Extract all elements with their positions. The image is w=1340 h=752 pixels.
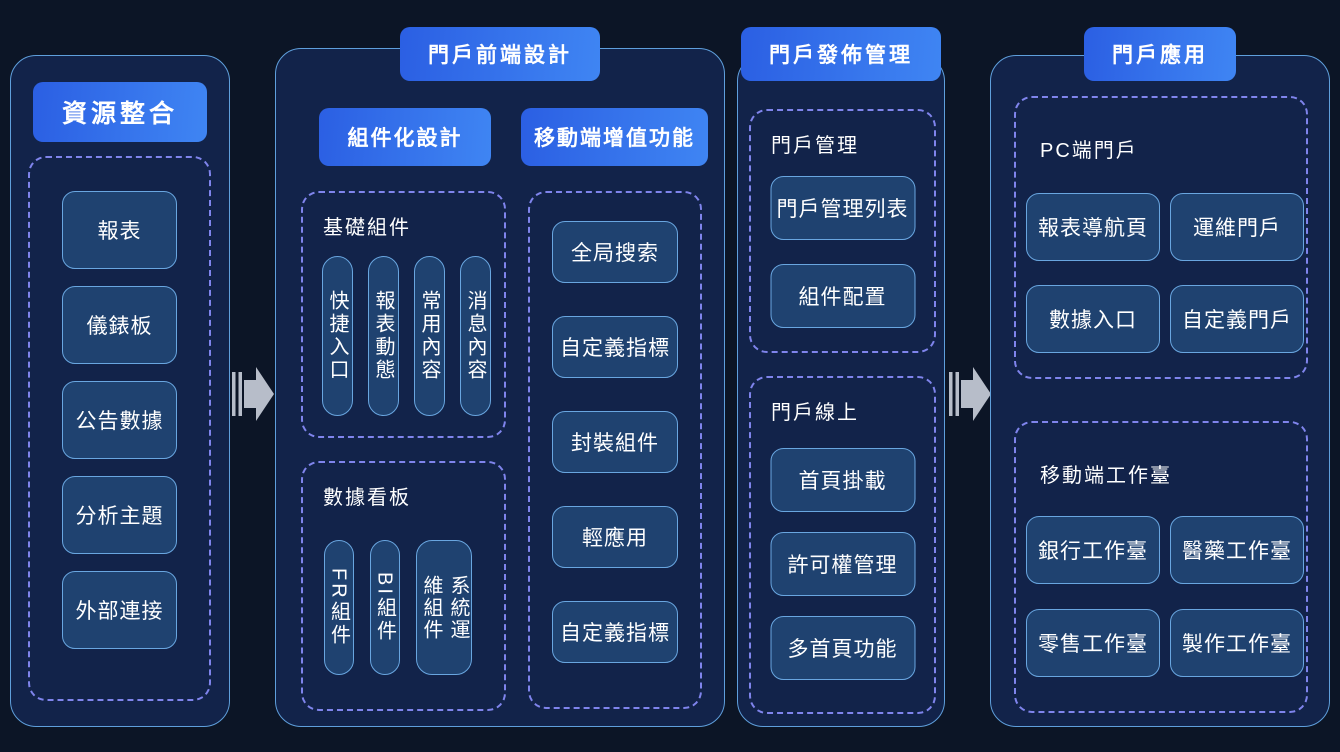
data-board-section: 數據看板 FR組件 BI組件 系統運 維組件 — [301, 461, 506, 711]
mobile-workspace-items: 銀行工作臺 醫藥工作臺 零售工作臺 製作工作臺 — [1026, 516, 1304, 677]
mobile-value-added-header: 移動端增值功能 — [521, 108, 708, 166]
pill-bi-component: BI組件 — [370, 540, 400, 675]
pill-quick-entry: 快捷入口 — [322, 256, 353, 416]
item-permission-management: 許可權管理 — [770, 532, 915, 596]
item-retail-workspace: 零售工作臺 — [1026, 609, 1160, 677]
pill-report-updates: 報表動態 — [368, 256, 399, 416]
flow-arrow-icon — [949, 367, 991, 421]
data-board-label: 數據看板 — [323, 487, 411, 509]
mobile-workspace-section: 移動端工作臺 銀行工作臺 醫藥工作臺 零售工作臺 製作工作臺 — [1014, 421, 1308, 713]
item-multi-homepage: 多首頁功能 — [770, 616, 915, 680]
portal-frontend-design-tab: 門戶前端設計 — [400, 27, 600, 81]
basic-components-pills: 快捷入口 報表動態 常用內容 消息內容 — [322, 256, 491, 416]
pc-portal-section: PC端門戶 報表導航頁 運維門戶 數據入口 自定義門戶 — [1014, 96, 1308, 379]
item-custom-portal: 自定義門戶 — [1170, 285, 1304, 353]
item-homepage-mounting: 首頁掛載 — [770, 448, 915, 512]
portal-management-label: 門戶管理 — [771, 135, 859, 157]
item-ops-portal: 運維門戶 — [1170, 193, 1304, 261]
portal-management-section: 門戶管理 門戶管理列表 組件配置 — [749, 109, 936, 353]
resource-item-external-links: 外部連接 — [62, 571, 177, 649]
portal-application-tab: 門戶應用 — [1084, 27, 1236, 81]
flow-arrow-icon — [232, 367, 274, 421]
mobile-workspace-label: 移動端工作臺 — [1040, 465, 1172, 487]
pill-fr-component: FR組件 — [324, 540, 354, 675]
pc-portal-items: 報表導航頁 運維門戶 數據入口 自定義門戶 — [1026, 193, 1304, 353]
item-data-entry: 數據入口 — [1026, 285, 1160, 353]
item-global-search: 全局搜索 — [552, 221, 678, 283]
item-report-navigation-page: 報表導航頁 — [1026, 193, 1160, 261]
data-board-pills: FR組件 BI組件 系統運 維組件 — [324, 540, 472, 675]
portal-publish-management-tab: 門戶發佈管理 — [741, 27, 941, 81]
item-portal-management-list: 門戶管理列表 — [770, 176, 915, 240]
panel-portal-application: 門戶應用 PC端門戶 報表導航頁 運維門戶 數據入口 自定義門戶 移動端工作臺 … — [990, 27, 1330, 727]
panel-resource-integration: 資源整合 報表 儀錶板 公告數據 分析主題 外部連接 — [10, 55, 230, 727]
resource-items-container: 報表 儀錶板 公告數據 分析主題 外部連接 — [28, 156, 211, 701]
item-banking-workspace: 銀行工作臺 — [1026, 516, 1160, 584]
basic-components-section: 基礎組件 快捷入口 報表動態 常用內容 消息內容 — [301, 191, 506, 438]
item-light-app: 輕應用 — [552, 506, 678, 568]
portal-online-section: 門戶線上 首頁掛載 許可權管理 多首頁功能 — [749, 376, 936, 714]
resource-integration-header: 資源整合 — [33, 82, 207, 142]
item-custom-indicators: 自定義指標 — [552, 316, 678, 378]
resource-item-announcement-data: 公告數據 — [62, 381, 177, 459]
item-manufacturing-workspace: 製作工作臺 — [1170, 609, 1304, 677]
panel-portal-publish-management: 門戶發佈管理 門戶管理 門戶管理列表 組件配置 門戶線上 首頁掛載 許可權管理 … — [737, 27, 945, 727]
pill-system-ops-component: 系統運 維組件 — [416, 540, 472, 675]
portal-management-items: 門戶管理列表 組件配置 — [770, 176, 915, 328]
componentized-design-header: 組件化設計 — [319, 108, 491, 166]
item-pharma-workspace: 醫藥工作臺 — [1170, 516, 1304, 584]
mobile-value-added-section: 全局搜索 自定義指標 封裝組件 輕應用 自定義指標 — [528, 191, 702, 709]
resource-item-analysis-topics: 分析主題 — [62, 476, 177, 554]
pill-frequent-content: 常用內容 — [414, 256, 445, 416]
item-packaged-components: 封裝組件 — [552, 411, 678, 473]
pc-portal-label: PC端門戶 — [1040, 140, 1138, 162]
resource-item-dashboard: 儀錶板 — [62, 286, 177, 364]
item-custom-indicators-2: 自定義指標 — [552, 601, 678, 663]
item-component-configuration: 組件配置 — [770, 264, 915, 328]
resource-item-reports: 報表 — [62, 191, 177, 269]
portal-online-label: 門戶線上 — [771, 402, 859, 424]
portal-online-items: 首頁掛載 許可權管理 多首頁功能 — [770, 448, 915, 680]
pill-message-content: 消息內容 — [460, 256, 491, 416]
panel-portal-frontend-design: 門戶前端設計 組件化設計 移動端增值功能 基礎組件 快捷入口 報表動態 常用內容… — [275, 27, 725, 727]
basic-components-label: 基礎組件 — [323, 217, 411, 239]
